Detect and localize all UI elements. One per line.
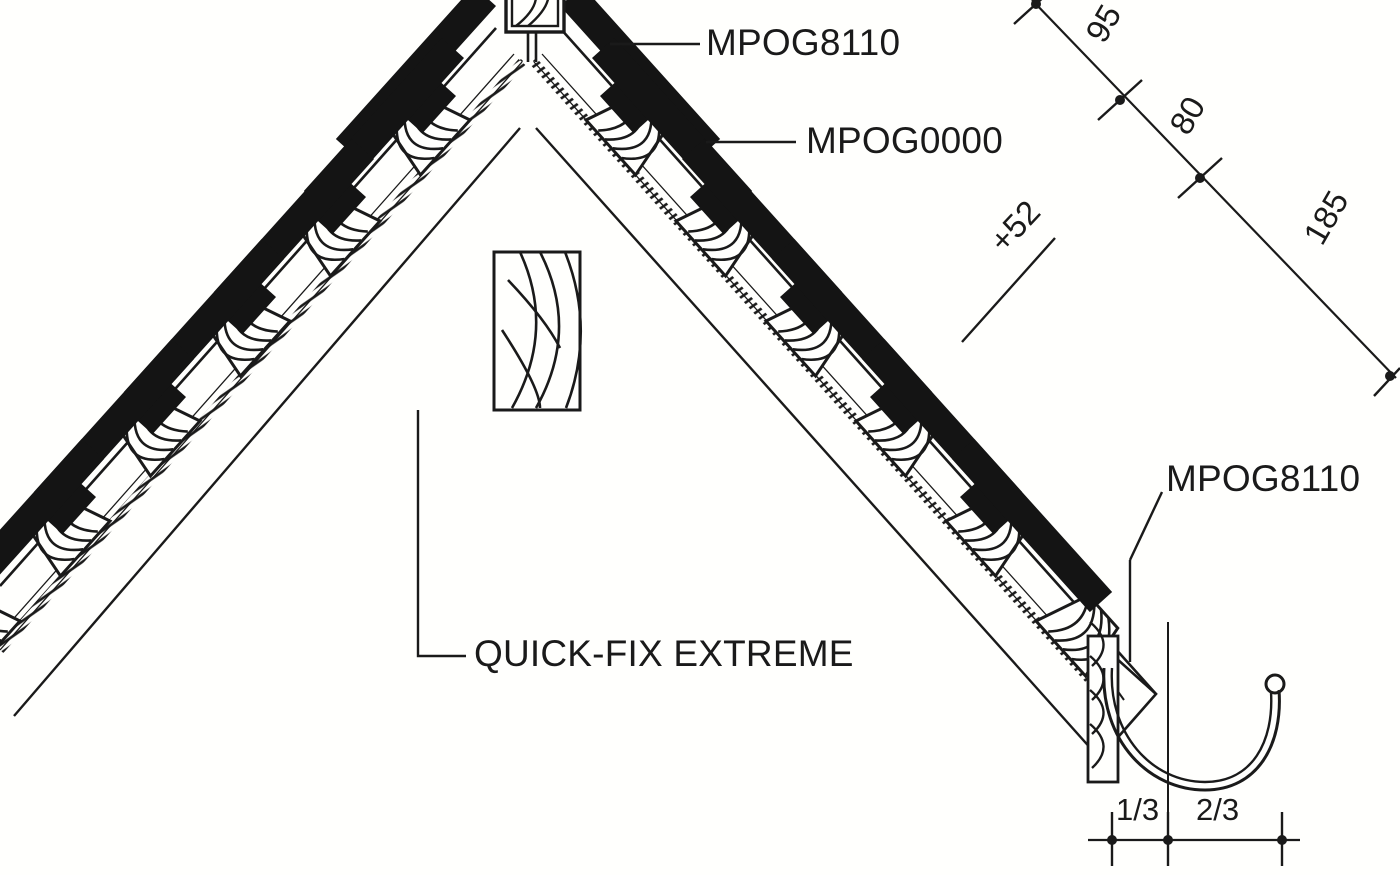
dimension-gutter-outer: 2/3 bbox=[1196, 792, 1240, 827]
right-slope bbox=[530, 0, 1286, 855]
half-round-gutter bbox=[1102, 667, 1286, 792]
counter-batten-chip-group-left bbox=[43, 78, 456, 535]
ceiling-line-left bbox=[13, 127, 521, 717]
label-ridge-batten: MPOG8110 bbox=[706, 22, 901, 63]
dimension-chain bbox=[1013, 0, 1400, 397]
tile-batten-group bbox=[560, 0, 1113, 613]
counter-batten-chip-group bbox=[600, 78, 1013, 535]
dimension-gutter-inner: 1/3 bbox=[1116, 792, 1160, 827]
gutter-dimension bbox=[1088, 812, 1300, 866]
fascia-board bbox=[1086, 621, 1120, 784]
leader-lines bbox=[416, 42, 1164, 662]
label-mid-batten: MPOG0000 bbox=[806, 120, 1003, 161]
ridge-assembly bbox=[504, 0, 566, 62]
label-eave-batten: MPOG8110 bbox=[1166, 458, 1361, 499]
left-slope bbox=[0, 0, 526, 717]
ridge-board bbox=[504, 0, 566, 34]
tile-batten bbox=[952, 438, 1113, 613]
label-product-callout: QUICK-FIX EXTREME bbox=[474, 633, 854, 674]
tile-batten-group-left bbox=[0, 0, 496, 613]
ceiling-line bbox=[535, 127, 1111, 771]
ridge-post bbox=[492, 250, 582, 412]
tile-batten bbox=[0, 438, 104, 613]
